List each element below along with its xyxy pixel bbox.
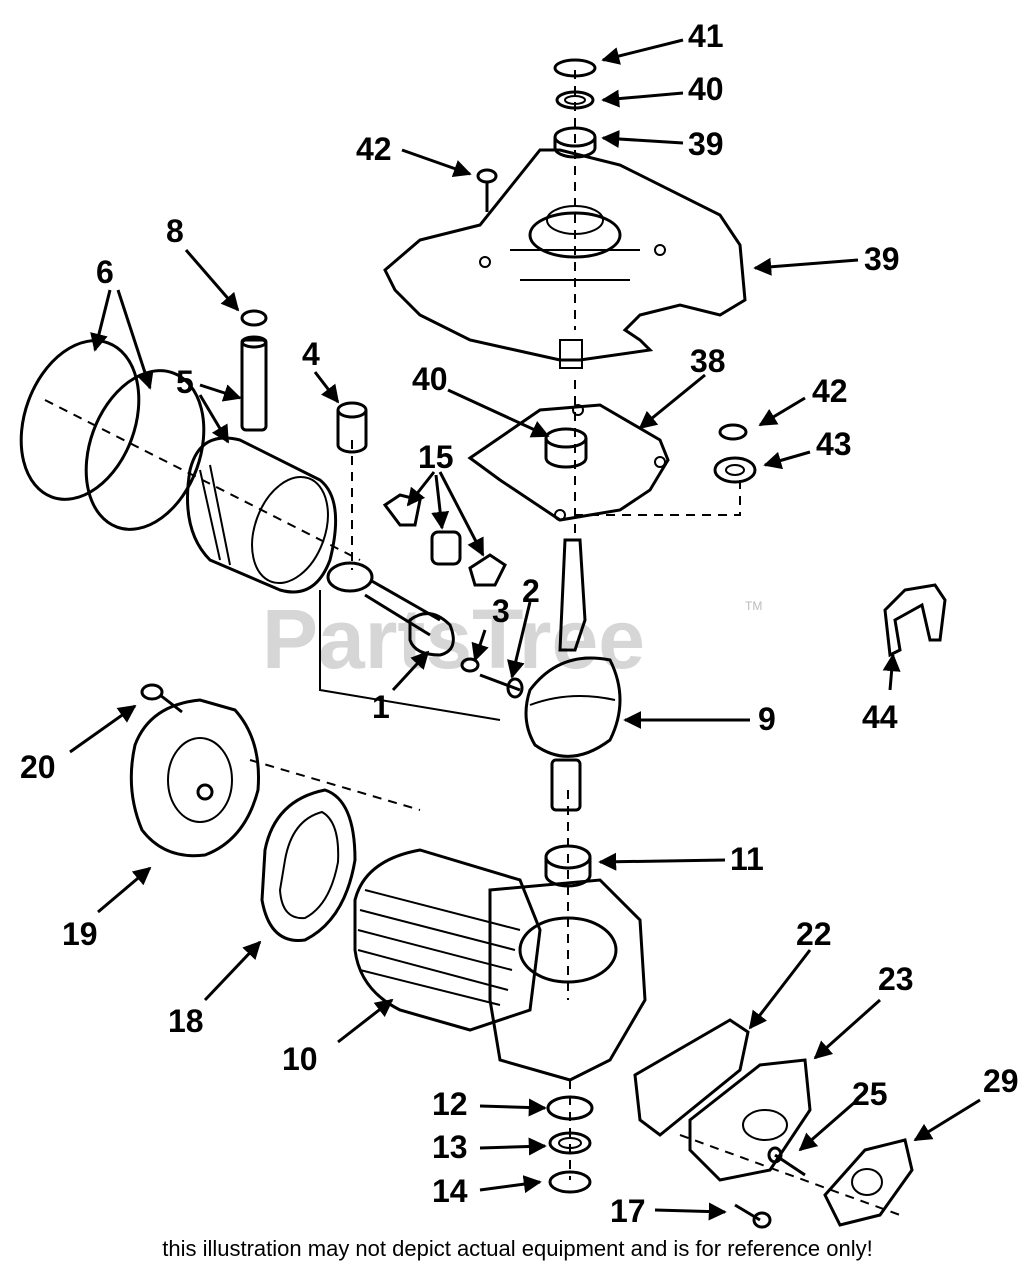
gasket-29 <box>823 1138 914 1227</box>
callout-38: 38 <box>690 343 726 379</box>
callout-13: 13 <box>432 1129 468 1165</box>
ring-28 <box>553 58 597 78</box>
callout-40: 40 <box>412 361 448 397</box>
clip-8 <box>240 309 268 327</box>
callout-14: 14 <box>432 1173 468 1209</box>
callout-11: 11 <box>730 841 764 877</box>
upper-housing-39 <box>383 148 747 369</box>
connecting-rod-1 <box>319 561 501 721</box>
screw-25 <box>767 1146 806 1177</box>
callout-42: 42 <box>812 373 848 409</box>
screw-2 <box>479 673 524 699</box>
callout-22: 22 <box>796 916 832 952</box>
plate-38 <box>467 403 670 522</box>
gasket-18 <box>260 788 357 942</box>
callout-41: 42 <box>356 131 392 167</box>
callout-19: 19 <box>62 916 98 952</box>
callout-25: 25 <box>852 1076 888 1112</box>
callout-26: 39 <box>688 126 724 162</box>
callout-44: 44 <box>862 699 898 735</box>
callout-4: 4 <box>302 336 320 372</box>
screw-17 <box>734 1203 772 1229</box>
bearing-11 <box>544 844 592 888</box>
callout-18: 18 <box>168 1003 204 1039</box>
screw-20 <box>140 683 183 714</box>
callout-5: 5 <box>176 364 194 400</box>
piston-5 <box>186 436 338 594</box>
needle-bearing-4 <box>336 401 368 454</box>
wrist-pin <box>240 335 268 432</box>
callout-3: 3 <box>492 593 510 629</box>
watermark-tm: TM <box>745 599 762 613</box>
bearing-12 <box>546 1095 594 1121</box>
callout-17: 17 <box>610 1193 646 1229</box>
callout-arrows <box>69 38 981 1221</box>
ring-42 <box>718 423 748 441</box>
disclaimer-caption: this illustration may not depict actual … <box>162 1236 873 1261</box>
callout-39: 39 <box>864 241 900 277</box>
callout-labels: 41 40 39 42 39 8 6 5 4 40 38 42 43 15 2 … <box>20 18 1019 1229</box>
washer-3 <box>460 657 480 673</box>
ring-27 <box>555 90 595 110</box>
bearing-set-15 <box>382 493 507 587</box>
callout-27: 40 <box>688 71 724 107</box>
bearing-40 <box>544 427 588 469</box>
callout-12: 12 <box>432 1086 468 1122</box>
callout-15: 15 <box>418 439 454 475</box>
reed-block-23 <box>688 1058 812 1182</box>
bearing-43 <box>713 456 757 484</box>
callout-9: 9 <box>758 701 776 737</box>
callout-43: 43 <box>816 426 852 462</box>
callout-29: 29 <box>983 1063 1019 1099</box>
cylinder-10 <box>353 848 647 1082</box>
clip-14 <box>548 1170 592 1194</box>
gasket-22 <box>633 1018 750 1137</box>
cover-19 <box>129 698 260 858</box>
bracket-44 <box>883 583 947 658</box>
callout-1: 1 <box>372 689 390 725</box>
callout-6: 6 <box>96 254 114 290</box>
callout-28: 41 <box>688 18 724 54</box>
callout-10: 10 <box>282 1041 318 1077</box>
callout-23: 23 <box>878 961 914 997</box>
crankshaft-9 <box>524 538 622 812</box>
callout-2: 2 <box>522 573 540 609</box>
callout-20: 20 <box>20 749 56 785</box>
screw-41 <box>476 168 498 212</box>
ring-13 <box>548 1131 592 1155</box>
callout-8: 8 <box>166 213 184 249</box>
piston-rings-6 <box>19 339 206 531</box>
